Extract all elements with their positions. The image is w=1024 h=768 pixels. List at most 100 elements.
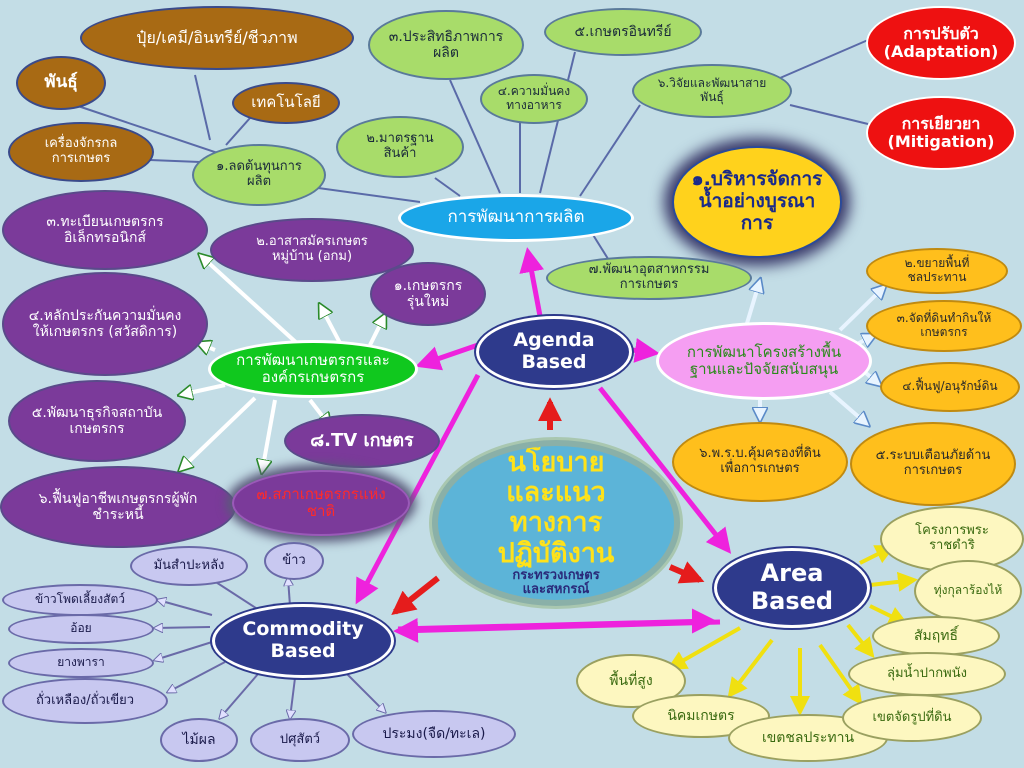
irrigated-zone-label: เขตชลประทาน bbox=[761, 729, 855, 746]
business-node[interactable]: ๕.พัฒนาธุรกิจสถาบันเกษตรกร bbox=[8, 380, 186, 462]
soil-node[interactable]: ๔.ฟื้นฟู/อนุรักษ์ดิน bbox=[880, 362, 1020, 412]
policy-title-line1: นโยบาย bbox=[507, 446, 605, 478]
royal-project-label: โครงการพระราชดำริ bbox=[915, 523, 989, 553]
area-based-label: Area Based bbox=[750, 559, 834, 615]
soil-label: ๔.ฟื้นฟู/อนุรักษ์ดิน bbox=[902, 379, 998, 394]
agro-industry-node[interactable]: ๗.พัฒนาอุตสาหกรรมการเกษตร bbox=[546, 256, 752, 300]
irrigation-node[interactable]: ๒.ขยายพื้นที่ชลประทาน bbox=[866, 248, 1008, 294]
commodity-based-hub[interactable]: Commodity Based bbox=[212, 604, 394, 678]
policy-subtitle-line2: และสหกรณ์ bbox=[522, 582, 590, 598]
warning-node[interactable]: ๕.ระบบเตือนภัยด้านการเกษตร bbox=[850, 422, 1016, 506]
sugarcane-node[interactable]: อ้อย bbox=[8, 614, 154, 644]
warning-label: ๕.ระบบเตือนภัยด้านการเกษตร bbox=[875, 448, 991, 478]
volunteer-label: ๒.อาสาสมัครเกษตรหมู่บ้าน (อกม) bbox=[256, 234, 368, 264]
tv-node[interactable]: ๘.TV เกษตร bbox=[284, 414, 440, 468]
land-zone-label: เขตจัดรูปที่ดิน bbox=[872, 709, 952, 725]
policy-title-line2: และแนว bbox=[506, 477, 606, 509]
young-farmer-label: ๑.เกษตรกรรุ่นใหม่ bbox=[393, 277, 463, 310]
cost-reduction-node[interactable]: ๑.ลดต้นทุนการผลิต bbox=[192, 144, 326, 206]
reform-node[interactable]: สัมฤทธิ์ bbox=[872, 616, 1000, 656]
tv-label: ๘.TV เกษตร bbox=[310, 429, 414, 451]
adaptation-label: การปรับตัว (Adaptation) bbox=[883, 23, 999, 61]
farmer-register-node[interactable]: ๓.ทะเบียนเกษตรกรอิเล็กทรอนิกส์ bbox=[2, 190, 208, 270]
central-policy-node[interactable]: นโยบาย และแนว ทางการ ปฏิบัติงาน กระทรวงเ… bbox=[432, 440, 680, 606]
land-allocation-label: ๓.จัดที่ดินทำกินให้เกษตรกร bbox=[896, 311, 992, 339]
fruit-tree-label: ไม้ผล bbox=[182, 731, 216, 748]
beans-label: ถั่วเหลือง/ถั่วเขียว bbox=[35, 692, 135, 708]
fertilizer-label: ปุ๋ย/เคมี/อินทรีย์/ชีวภาพ bbox=[136, 27, 298, 47]
young-farmer-node[interactable]: ๑.เกษตรกรรุ่นใหม่ bbox=[370, 262, 486, 326]
breed-node[interactable]: พันธุ์ bbox=[16, 56, 106, 110]
council-node[interactable]: ๗.สภาเกษตรกรแห่งชาติ bbox=[232, 470, 410, 536]
research-label: ๖.วิจัยและพัฒนาสายพันธุ์ bbox=[657, 76, 767, 104]
cassava-node[interactable]: มันสำปะหลัง bbox=[130, 546, 248, 586]
organic-node[interactable]: ๕.เกษตรอินทรีย์ bbox=[544, 8, 702, 56]
insurance-node[interactable]: ๔.หลักประกันความมั่นคงให้เกษตรกร (สวัสดิ… bbox=[2, 272, 208, 376]
insurance-label: ๔.หลักประกันความมั่นคงให้เกษตรกร (สวัสดิ… bbox=[28, 307, 182, 340]
organic-label: ๕.เกษตรอินทรีย์ bbox=[574, 23, 672, 40]
rice-label: ข้าว bbox=[282, 552, 306, 568]
commodity-based-label: Commodity Based bbox=[242, 618, 364, 662]
land-law-node[interactable]: ๖.พ.ร.บ.คุ้มครองที่ดินเพื่อการเกษตร bbox=[672, 422, 848, 502]
standard-node[interactable]: ๒.มาตรฐานสินค้า bbox=[336, 116, 464, 178]
farmer-register-label: ๓.ทะเบียนเกษตรกรอิเล็กทรอนิกส์ bbox=[46, 213, 164, 246]
career-label: ๖.ฟื้นฟูอาชีพเกษตรกรผู้พักชำระหนี้ bbox=[38, 490, 198, 523]
policy-title-line3: ทางการ bbox=[509, 507, 603, 539]
agenda-based-label: Agenda Based bbox=[513, 329, 595, 373]
breed-label: พันธุ์ bbox=[44, 72, 78, 93]
beans-node[interactable]: ถั่วเหลือง/ถั่วเขียว bbox=[2, 678, 168, 724]
land-allocation-node[interactable]: ๓.จัดที่ดินทำกินให้เกษตรกร bbox=[866, 300, 1022, 352]
food-security-node[interactable]: ๔.ความมั่นคงทางอาหาร bbox=[480, 74, 588, 124]
livestock-label: ปศุสัตว์ bbox=[279, 731, 321, 747]
rice-node[interactable]: ข้าว bbox=[264, 542, 324, 580]
rubber-node[interactable]: ยางพารา bbox=[8, 648, 154, 678]
fishery-label: ประมง(จืด/ทะเล) bbox=[382, 725, 486, 742]
career-node[interactable]: ๖.ฟื้นฟูอาชีพเกษตรกรผู้พักชำระหนี้ bbox=[0, 466, 236, 548]
reform-label: สัมฤทธิ์ bbox=[913, 627, 959, 644]
corn-label: ข้าวโพดเลี้ยงสัตว์ bbox=[34, 592, 126, 607]
water-management-label: ๑.บริหารจัดการน้ำอย่างบูรณาการ bbox=[691, 168, 823, 234]
land-zone-node[interactable]: เขตจัดรูปที่ดิน bbox=[842, 694, 982, 742]
irrigation-label: ๒.ขยายพื้นที่ชลประทาน bbox=[904, 256, 970, 284]
land-law-label: ๖.พ.ร.บ.คุ้มครองที่ดินเพื่อการเกษตร bbox=[699, 446, 821, 476]
cassava-label: มันสำปะหลัง bbox=[153, 557, 225, 573]
mitigation-label: การเยียวยา (Mitigation) bbox=[887, 113, 995, 151]
agro-industry-label: ๗.พัฒนาอุตสาหกรรมการเกษตร bbox=[588, 262, 710, 292]
volunteer-node[interactable]: ๒.อาสาสมัครเกษตรหมู่บ้าน (อกม) bbox=[210, 218, 414, 282]
area-based-hub[interactable]: Area Based bbox=[714, 548, 870, 628]
cost-reduction-label: ๑.ลดต้นทุนการผลิต bbox=[216, 159, 302, 189]
production-hub-label: การพัฒนาการผลิต bbox=[447, 207, 585, 228]
highland-label: พื้นที่สูง bbox=[609, 672, 653, 689]
kula-field-node[interactable]: ทุ่งกุลาร้องไห้ bbox=[914, 560, 1022, 622]
efficiency-label: ๓.ประสิทธิภาพการผลิต bbox=[388, 28, 504, 61]
kula-field-label: ทุ่งกุลาร้องไห้ bbox=[933, 583, 1003, 598]
policy-title-line4: ปฏิบัติงาน bbox=[497, 537, 615, 569]
agenda-based-hub[interactable]: Agenda Based bbox=[476, 316, 632, 388]
standard-label: ๒.มาตรฐานสินค้า bbox=[366, 131, 434, 161]
council-label: ๗.สภาเกษตรกรแห่งชาติ bbox=[256, 484, 386, 520]
machinery-node[interactable]: เครื่องจักรกลการเกษตร bbox=[8, 122, 154, 182]
basin-label: ลุ่มน้ำปากพนัง bbox=[887, 665, 967, 681]
food-security-label: ๔.ความมั่นคงทางอาหาร bbox=[497, 84, 571, 112]
fruit-tree-node[interactable]: ไม้ผล bbox=[160, 718, 238, 762]
efficiency-node[interactable]: ๓.ประสิทธิภาพการผลิต bbox=[368, 10, 524, 80]
infrastructure-hub[interactable]: การพัฒนาโครงสร้างพื้นฐานและปัจจัยสนับสนุ… bbox=[656, 322, 872, 400]
mitigation-node[interactable]: การเยียวยา (Mitigation) bbox=[866, 96, 1016, 170]
adaptation-node[interactable]: การปรับตัว (Adaptation) bbox=[866, 6, 1016, 80]
business-label: ๕.พัฒนาธุรกิจสถาบันเกษตรกร bbox=[31, 404, 163, 437]
water-management-node[interactable]: ๑.บริหารจัดการน้ำอย่างบูรณาการ bbox=[672, 146, 842, 258]
production-hub[interactable]: การพัฒนาการผลิต bbox=[398, 194, 634, 242]
research-node[interactable]: ๖.วิจัยและพัฒนาสายพันธุ์ bbox=[632, 64, 792, 118]
corn-node[interactable]: ข้าวโพดเลี้ยงสัตว์ bbox=[2, 584, 158, 616]
settlement-label: นิคมเกษตร bbox=[667, 707, 735, 724]
policy-subtitle-line1: กระทรวงเกษตร bbox=[512, 567, 600, 583]
sugarcane-label: อ้อย bbox=[70, 621, 92, 636]
fertilizer-node[interactable]: ปุ๋ย/เคมี/อินทรีย์/ชีวภาพ bbox=[80, 6, 354, 70]
basin-node[interactable]: ลุ่มน้ำปากพนัง bbox=[848, 652, 1006, 696]
livestock-node[interactable]: ปศุสัตว์ bbox=[250, 718, 350, 762]
technology-node[interactable]: เทคโนโลยี bbox=[232, 82, 340, 124]
rubber-label: ยางพารา bbox=[57, 655, 105, 670]
farmer-org-hub[interactable]: การพัฒนาเกษตรกรและองค์กรเกษตรกร bbox=[208, 340, 418, 398]
fishery-node[interactable]: ประมง(จืด/ทะเล) bbox=[352, 710, 516, 758]
